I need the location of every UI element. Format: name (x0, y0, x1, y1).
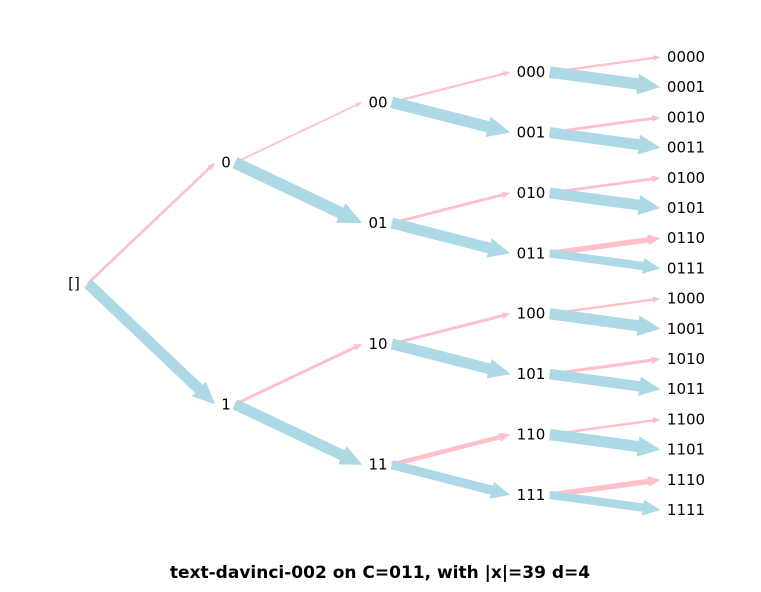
edge-11-to-111 (390, 460, 511, 499)
edge-001-to-0010 (549, 115, 661, 134)
node-root: [] (68, 275, 80, 293)
edge-001-to-0011 (549, 127, 661, 155)
edge-110-to-1101 (548, 428, 661, 457)
edge-100-to-1001 (548, 308, 661, 336)
edge-101-to-1011 (549, 368, 661, 396)
edge-011-to-0110 (549, 234, 661, 256)
edge-00-to-000 (391, 71, 511, 104)
figure-caption: text-davinci-002 on C=011, with |x|=39 d… (170, 563, 590, 583)
node-11: 11 (368, 456, 387, 474)
node-111: 111 (517, 486, 546, 504)
edge-100-to-1000 (549, 296, 661, 315)
node-0101: 0101 (667, 199, 705, 217)
edge-111-to-1110 (549, 476, 661, 498)
node-011: 011 (517, 244, 546, 262)
edge-10-to-101 (390, 338, 511, 379)
node-101: 101 (517, 365, 546, 383)
edge-101-to-1010 (549, 356, 661, 376)
node-1: 1 (221, 395, 231, 413)
edge-000-to-0000 (549, 55, 661, 74)
edge-01-to-011 (390, 217, 511, 258)
edge-111-to-1111 (549, 490, 661, 516)
node-0111: 0111 (667, 259, 705, 277)
edge-000-to-0001 (548, 66, 661, 95)
edge-11-to-110 (391, 432, 511, 467)
edge-1-to-10 (234, 343, 363, 406)
node-1110: 1110 (667, 471, 705, 489)
edges-layer (84, 55, 661, 516)
node-0: 0 (221, 154, 231, 172)
nodes-layer: []01000110110000010100111001011101110000… (68, 48, 705, 519)
edge-0-to-01 (232, 157, 363, 224)
node-1000: 1000 (667, 290, 705, 308)
node-010: 010 (517, 184, 546, 202)
node-1100: 1100 (667, 410, 705, 428)
node-00: 00 (368, 93, 387, 111)
edge-01-to-010 (391, 191, 511, 225)
edge-0-to-00 (234, 102, 363, 164)
edge-010-to-0100 (549, 175, 661, 195)
edge-00-to-001 (390, 96, 511, 137)
edge-011-to-0111 (549, 249, 661, 274)
node-0000: 0000 (667, 48, 705, 66)
node-1101: 1101 (667, 441, 705, 459)
node-1001: 1001 (667, 320, 705, 338)
edge-root-to-0 (86, 162, 216, 285)
node-1011: 1011 (667, 380, 705, 398)
node-0110: 0110 (667, 229, 705, 247)
node-0001: 0001 (667, 78, 705, 96)
node-100: 100 (517, 305, 546, 323)
node-10: 10 (368, 335, 387, 353)
node-110: 110 (517, 426, 546, 444)
node-1010: 1010 (667, 350, 705, 368)
node-0010: 0010 (667, 108, 705, 126)
node-1111: 1111 (667, 501, 705, 519)
node-001: 001 (517, 124, 546, 142)
edge-1-to-11 (232, 399, 363, 465)
edge-root-to-1 (84, 279, 216, 405)
node-000: 000 (517, 63, 546, 81)
node-0011: 0011 (667, 139, 705, 157)
edge-110-to-1100 (549, 417, 661, 436)
node-0100: 0100 (667, 169, 705, 187)
edge-10-to-100 (391, 312, 511, 346)
edge-010-to-0101 (549, 187, 661, 215)
node-01: 01 (368, 214, 387, 232)
